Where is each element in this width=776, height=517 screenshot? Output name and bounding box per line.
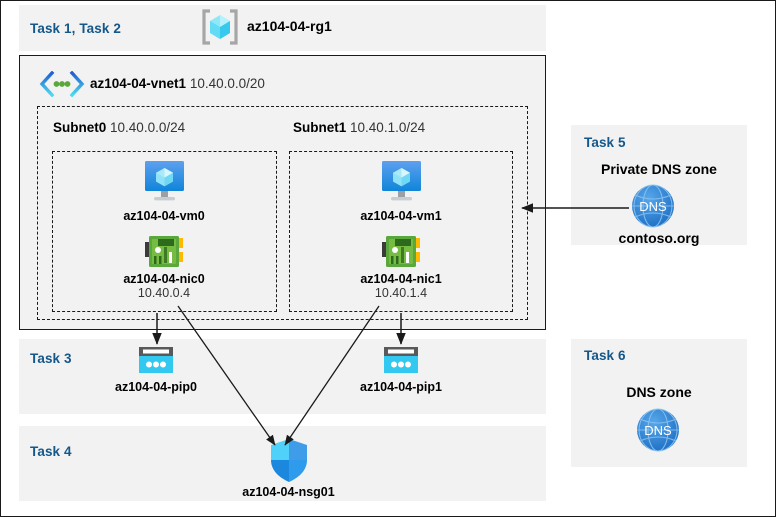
vnet-cidr: 10.40.0.0/20 bbox=[189, 76, 265, 91]
vnet-header: az104-04-vnet1 10.40.0.0/20 bbox=[90, 76, 265, 91]
public-ip-address-icon bbox=[384, 347, 418, 373]
vnet-name: az104-04-vnet1 bbox=[90, 76, 187, 91]
pip1-node: az104-04-pip1 bbox=[346, 345, 456, 394]
virtual-machine-icon bbox=[381, 161, 421, 201]
nic1-node: az104-04-nic1 10.40.1.4 bbox=[346, 234, 456, 300]
dns-zone-title: DNS zone bbox=[626, 384, 692, 400]
vm0-node: az104-04-vm0 bbox=[109, 159, 219, 223]
subnet1-box bbox=[289, 151, 513, 312]
pip1-name: az104-04-pip1 bbox=[360, 380, 442, 394]
nsg-name: az104-04-nsg01 bbox=[242, 485, 335, 499]
dns-zone-icon: DNS bbox=[635, 407, 681, 453]
nic0-name: az104-04-nic0 bbox=[123, 272, 205, 286]
vnet-icon bbox=[39, 71, 85, 97]
subnet1-header: Subnet1 10.40.1.0/24 bbox=[293, 120, 425, 135]
nic0-ip: 10.40.0.4 bbox=[137, 286, 191, 300]
vm0-name: az104-04-vm0 bbox=[123, 209, 205, 223]
network-security-group-icon bbox=[270, 439, 307, 482]
vnet-box bbox=[19, 55, 546, 330]
dns-icon-text: DNS bbox=[639, 199, 667, 214]
subnet0-box bbox=[52, 151, 277, 312]
subnet0-header: Subnet0 10.40.0.0/24 bbox=[53, 120, 185, 135]
subnets-band bbox=[37, 106, 528, 320]
resource-group-icon bbox=[200, 8, 240, 46]
vm1-node: az104-04-vm1 bbox=[346, 159, 456, 223]
nic1-ip: 10.40.1.4 bbox=[374, 286, 428, 300]
subnet0-cidr: 10.40.0.0/24 bbox=[110, 120, 186, 135]
task-5-label: Task 5 bbox=[584, 135, 626, 150]
public-ip-address-icon bbox=[139, 347, 173, 373]
pip0-name: az104-04-pip0 bbox=[115, 380, 197, 394]
task-3-panel bbox=[19, 339, 546, 414]
subnet1-name: Subnet1 bbox=[293, 120, 347, 135]
network-interface-icon bbox=[382, 236, 420, 267]
subnet0-name: Subnet0 bbox=[53, 120, 107, 135]
nic1-name: az104-04-nic1 bbox=[360, 272, 442, 286]
private-dns-zone-name: contoso.org bbox=[618, 230, 700, 246]
resource-group-name: az104-04-rg1 bbox=[247, 18, 332, 34]
dns-icon-text: DNS bbox=[644, 423, 672, 438]
network-interface-icon bbox=[145, 236, 183, 267]
task-1-2-label: Task 1, Task 2 bbox=[30, 21, 121, 36]
pip0-node: az104-04-pip0 bbox=[101, 345, 211, 394]
task-6-label: Task 6 bbox=[584, 348, 626, 363]
vm1-name: az104-04-vm1 bbox=[360, 209, 442, 223]
nsg-node: az104-04-nsg01 bbox=[231, 438, 346, 499]
task-4-label: Task 4 bbox=[30, 444, 72, 459]
resource-group-panel bbox=[19, 5, 546, 51]
nic0-node: az104-04-nic0 10.40.0.4 bbox=[109, 234, 219, 300]
dns-zone-icon: DNS bbox=[630, 183, 676, 229]
task-3-label: Task 3 bbox=[30, 351, 72, 366]
subnet1-cidr: 10.40.1.0/24 bbox=[350, 120, 426, 135]
virtual-machine-icon bbox=[144, 161, 184, 201]
private-dns-zone-title: Private DNS zone bbox=[601, 161, 717, 177]
